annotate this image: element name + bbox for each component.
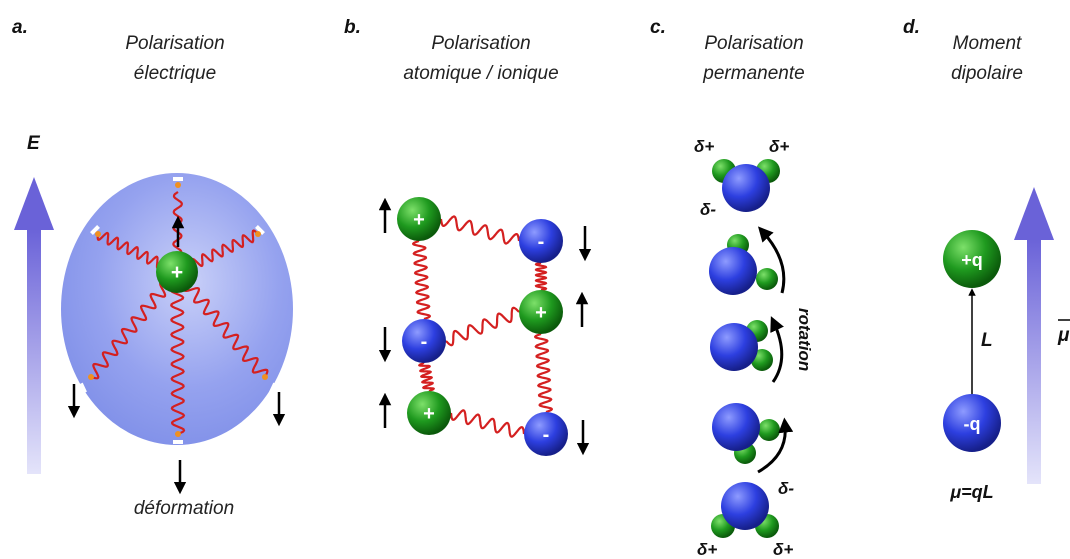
- panel-c: δ+ δ+ δ-: [694, 137, 814, 559]
- cation-2-charge: +: [535, 302, 547, 324]
- spring-lower-right: [173, 271, 269, 378]
- water-molecule-1: [712, 159, 780, 212]
- delta-plus-bottom-left: δ+: [697, 540, 717, 559]
- rotation-arrow-1: [757, 226, 786, 294]
- water-molecule-3: [710, 320, 773, 371]
- delta-minus-top: δ-: [700, 200, 716, 219]
- cation-1-charge: +: [413, 209, 425, 231]
- cation-3-charge: +: [423, 403, 435, 425]
- panel-d-letter: d.: [903, 17, 920, 38]
- cation-3: [407, 391, 451, 435]
- spring-a2-c3: [417, 361, 436, 393]
- rotation-arrow-2: [770, 316, 784, 383]
- spring-lower-left: [90, 269, 178, 380]
- panel-b-letter: b.: [344, 17, 361, 38]
- panel-c-letter: c.: [650, 17, 666, 38]
- water-molecule-5: [711, 482, 779, 538]
- panel-c-title-line2: permanente: [702, 63, 804, 84]
- spring-c1-a2: [412, 239, 431, 321]
- water-molecule-2: [709, 234, 778, 295]
- deformation-label: déformation: [134, 498, 234, 519]
- spring-c3-a3: [449, 409, 526, 438]
- cation-1: [397, 197, 441, 241]
- anion-2-charge: -: [421, 331, 428, 353]
- dipole-moment-arrow: [1014, 187, 1054, 484]
- spring-c2-a3: [534, 332, 553, 414]
- negative-charge: [943, 394, 1001, 452]
- anion-1-charge: -: [538, 231, 545, 253]
- anion-3-charge: -: [543, 424, 550, 446]
- panel-d-title-line1: Moment: [953, 33, 1022, 54]
- spring-bottom: [169, 270, 186, 436]
- panel-c-title-line1: Polarisation: [704, 33, 803, 54]
- panel-b-title-line2: atomique / ionique: [403, 63, 558, 84]
- positive-charge: [943, 230, 1001, 288]
- anion-2: [402, 319, 446, 363]
- delta-plus-bottom-right: δ+: [773, 540, 793, 559]
- anion-1: [519, 219, 563, 263]
- field-arrow: [14, 177, 54, 474]
- rotation-label: rotation: [795, 308, 814, 371]
- electron-markers: [79, 177, 277, 444]
- mu-label: μ: [1057, 325, 1070, 346]
- nucleus: [156, 251, 198, 293]
- ion-springs: [412, 215, 553, 438]
- panel-a-title-line1: Polarisation: [125, 33, 224, 54]
- anion-3: [524, 412, 568, 456]
- rotation-arrow-3: [757, 417, 794, 474]
- water-molecule-4: [712, 403, 780, 464]
- spring-a1-c2: [534, 261, 548, 292]
- negative-charge-label: -q: [964, 414, 981, 434]
- panel-d: +q -q L μ=qL μ: [943, 187, 1070, 502]
- cation-2: [519, 290, 563, 334]
- delta-minus-bottom: δ-: [778, 479, 794, 498]
- length-label: L: [981, 330, 993, 351]
- spring-a2-c2: [445, 306, 520, 347]
- panel-d-title-line2: dipolaire: [951, 63, 1023, 84]
- delta-plus-top-right: δ+: [769, 137, 789, 156]
- panel-a-letter: a.: [12, 17, 28, 38]
- positive-charge-label: +q: [961, 250, 983, 270]
- panel-a-title-line2: électrique: [134, 63, 216, 84]
- delta-plus-top-left: δ+: [694, 137, 714, 156]
- dipole-formula: μ=qL: [949, 482, 993, 502]
- nucleus-charge: +: [171, 261, 183, 284]
- cloud-springs: [90, 191, 269, 436]
- panel-b: + - + - + -: [378, 197, 592, 456]
- spring-c1-a1: [439, 215, 521, 245]
- panel-b-title-line1: Polarisation: [431, 33, 530, 54]
- field-label: E: [27, 133, 41, 154]
- panel-a: E + déformation: [14, 133, 293, 519]
